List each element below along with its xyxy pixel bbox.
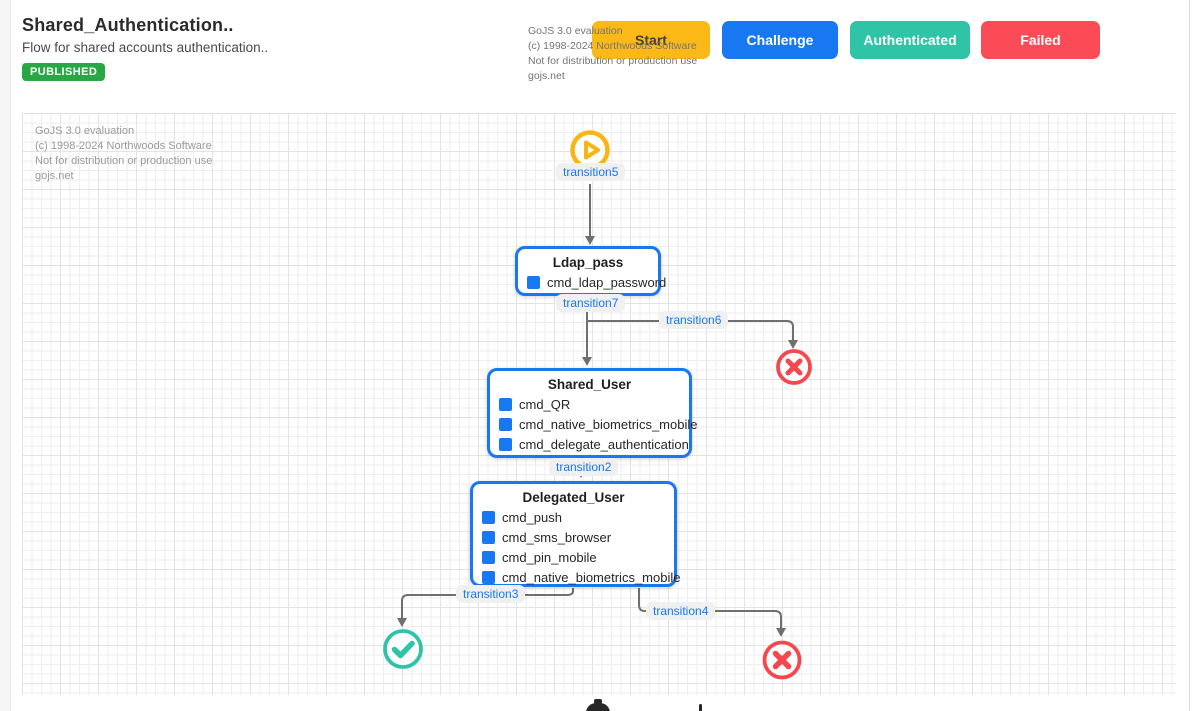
palette-button-challenge[interactable]: Challenge bbox=[722, 21, 838, 59]
toolbar-icon-partial[interactable] bbox=[586, 699, 610, 711]
command-label: cmd_delegate_authentication bbox=[519, 436, 689, 452]
command-row[interactable]: cmd_pin_mobile bbox=[473, 547, 674, 567]
palette-button-authenticated[interactable]: Authenticated bbox=[850, 21, 970, 59]
scrollbar-track[interactable] bbox=[1189, 0, 1190, 711]
command-label: cmd_sms_browser bbox=[502, 529, 612, 545]
transition-label[interactable]: transition3 bbox=[456, 585, 526, 603]
transition-label[interactable]: transition7 bbox=[556, 294, 626, 312]
failed-node-x-icon[interactable] bbox=[772, 345, 816, 389]
state-node-delegated-user[interactable]: Delegated_User cmd_push cmd_sms_browser … bbox=[470, 481, 680, 587]
command-label: cmd_native_biometrics_mobile bbox=[502, 569, 681, 585]
command-icon bbox=[527, 275, 540, 289]
command-icon bbox=[499, 397, 512, 411]
command-icon bbox=[482, 510, 495, 524]
watermark-line: gojs.net bbox=[528, 70, 565, 82]
authenticated-node-check-icon[interactable] bbox=[380, 626, 426, 672]
start-node-play-icon[interactable] bbox=[568, 128, 612, 172]
page-title: Shared_Authentication.. bbox=[22, 15, 234, 35]
command-label: cmd_pin_mobile bbox=[502, 549, 597, 565]
node-title: Ldap_pass bbox=[552, 255, 624, 270]
command-icon bbox=[482, 530, 495, 544]
transition-label[interactable]: transition4 bbox=[646, 602, 716, 620]
left-edge-strip bbox=[0, 0, 11, 711]
command-row[interactable]: cmd_native_biometrics_mobile bbox=[473, 567, 680, 587]
page-subtitle: Flow for shared accounts authentication.… bbox=[22, 40, 269, 55]
failed-node-x-icon[interactable] bbox=[759, 637, 805, 683]
command-icon bbox=[482, 570, 495, 584]
toolbar-icon-partial[interactable] bbox=[699, 704, 702, 711]
transition-label[interactable]: transition6 bbox=[659, 311, 729, 329]
command-row[interactable]: cmd_QR bbox=[490, 394, 689, 414]
command-label: cmd_push bbox=[502, 509, 562, 525]
transition-label[interactable]: transition2 bbox=[549, 458, 619, 476]
command-label: cmd_ldap_password bbox=[547, 274, 667, 290]
palette-button-failed[interactable]: Failed bbox=[981, 21, 1100, 59]
node-title: Shared_User bbox=[547, 377, 632, 392]
command-icon bbox=[499, 437, 512, 451]
command-row[interactable]: cmd_sms_browser bbox=[473, 527, 674, 547]
palette-button-start[interactable]: Start bbox=[592, 21, 710, 59]
transition-label[interactable]: transition5 bbox=[556, 163, 626, 181]
command-row[interactable]: cmd_ldap_password bbox=[518, 272, 666, 292]
command-label: cmd_QR bbox=[519, 396, 571, 412]
command-label: cmd_native_biometrics_mobile bbox=[519, 416, 698, 432]
command-icon bbox=[482, 550, 495, 564]
command-row[interactable]: cmd_push bbox=[473, 507, 674, 527]
command-row[interactable]: cmd_delegate_authentication bbox=[490, 434, 689, 454]
state-node-ldap-pass[interactable]: Ldap_pass cmd_ldap_password bbox=[515, 246, 666, 296]
node-title: Delegated_User bbox=[522, 490, 625, 505]
command-row[interactable]: cmd_native_biometrics_mobile bbox=[490, 414, 697, 434]
command-icon bbox=[499, 417, 512, 431]
state-node-shared-user[interactable]: Shared_User cmd_QR cmd_native_biometrics… bbox=[487, 368, 697, 458]
status-badge: PUBLISHED bbox=[22, 63, 106, 81]
